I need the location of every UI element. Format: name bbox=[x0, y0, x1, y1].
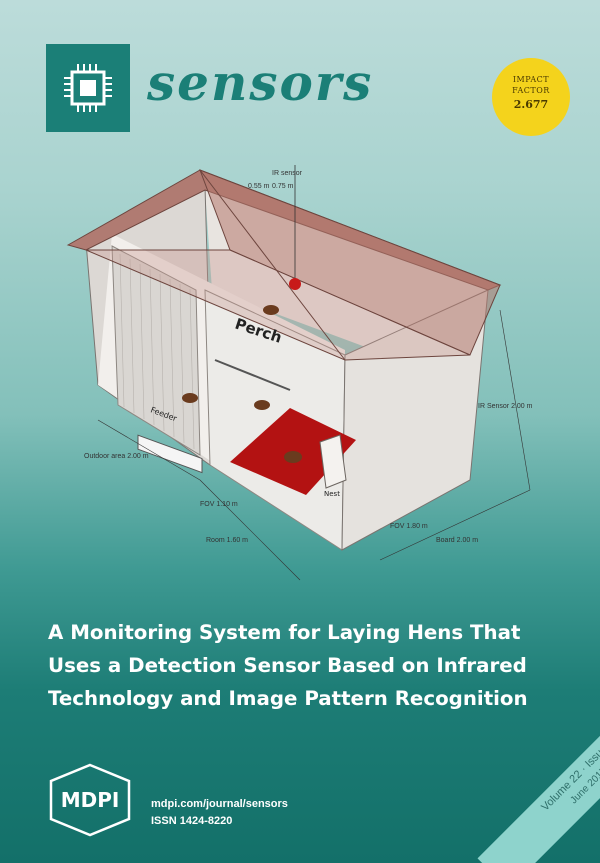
label-ir-sensor: IR sensor bbox=[272, 170, 303, 177]
hens bbox=[182, 305, 302, 463]
label-room: Room 1.60 m bbox=[206, 537, 248, 544]
perch-bar bbox=[214, 359, 291, 391]
roof-glass bbox=[85, 249, 471, 361]
label-outdoor-area: Outdoor area 2.00 m bbox=[84, 453, 149, 460]
journal-url[interactable]: mdpi.com/journal/sensors bbox=[151, 798, 288, 810]
issn: ISSN 1424-8220 bbox=[151, 815, 233, 827]
impact-factor-label-1: IMPACT bbox=[512, 75, 550, 84]
label-fov-right: FOV 1.80 m bbox=[390, 523, 428, 530]
article-title: A Monitoring System for Laying Hens That… bbox=[48, 616, 568, 715]
article-title-line-1: A Monitoring System for Laying Hens That bbox=[48, 621, 521, 644]
article-title-line-3: Technology and Image Pattern Recognition bbox=[48, 687, 528, 710]
label-nest: Nest bbox=[324, 490, 340, 498]
mdpi-logo-text: MDPI bbox=[61, 788, 120, 812]
publisher-info: mdpi.com/journal/sensors ISSN 1424-8220 bbox=[151, 796, 288, 830]
impact-factor-label-2: FACTOR bbox=[512, 86, 550, 95]
ir-sensor-ball bbox=[289, 278, 301, 290]
label-dist-055: 0.55 m bbox=[248, 183, 270, 190]
label-board: Board 2.00 m bbox=[436, 537, 478, 544]
label-ir-height: 0.75 m bbox=[272, 183, 294, 190]
mdpi-logo: MDPI bbox=[49, 763, 131, 837]
impact-factor-badge: IMPACT FACTOR 2.677 bbox=[492, 58, 570, 136]
dimension-lines bbox=[97, 309, 531, 581]
journal-logo bbox=[46, 44, 130, 132]
impact-factor-value: 2.677 bbox=[513, 98, 549, 111]
label-ir-sensor-height: IR Sensor 2.00 m bbox=[478, 403, 533, 410]
feeder bbox=[137, 434, 203, 474]
henhouse-illustration: IR sensor 0.75 m 0.55 m Perch Feeder Out… bbox=[66, 165, 533, 581]
article-title-line-2: Uses a Detection Sensor Based on Infrare… bbox=[48, 654, 527, 677]
label-fov-left: FOV 1.10 m bbox=[200, 501, 238, 508]
mesh-lines bbox=[119, 253, 195, 450]
journal-title: sensors bbox=[147, 53, 374, 112]
roof-ridge-cut bbox=[199, 169, 346, 361]
chip-icon bbox=[64, 64, 112, 112]
nest-box bbox=[319, 434, 347, 489]
